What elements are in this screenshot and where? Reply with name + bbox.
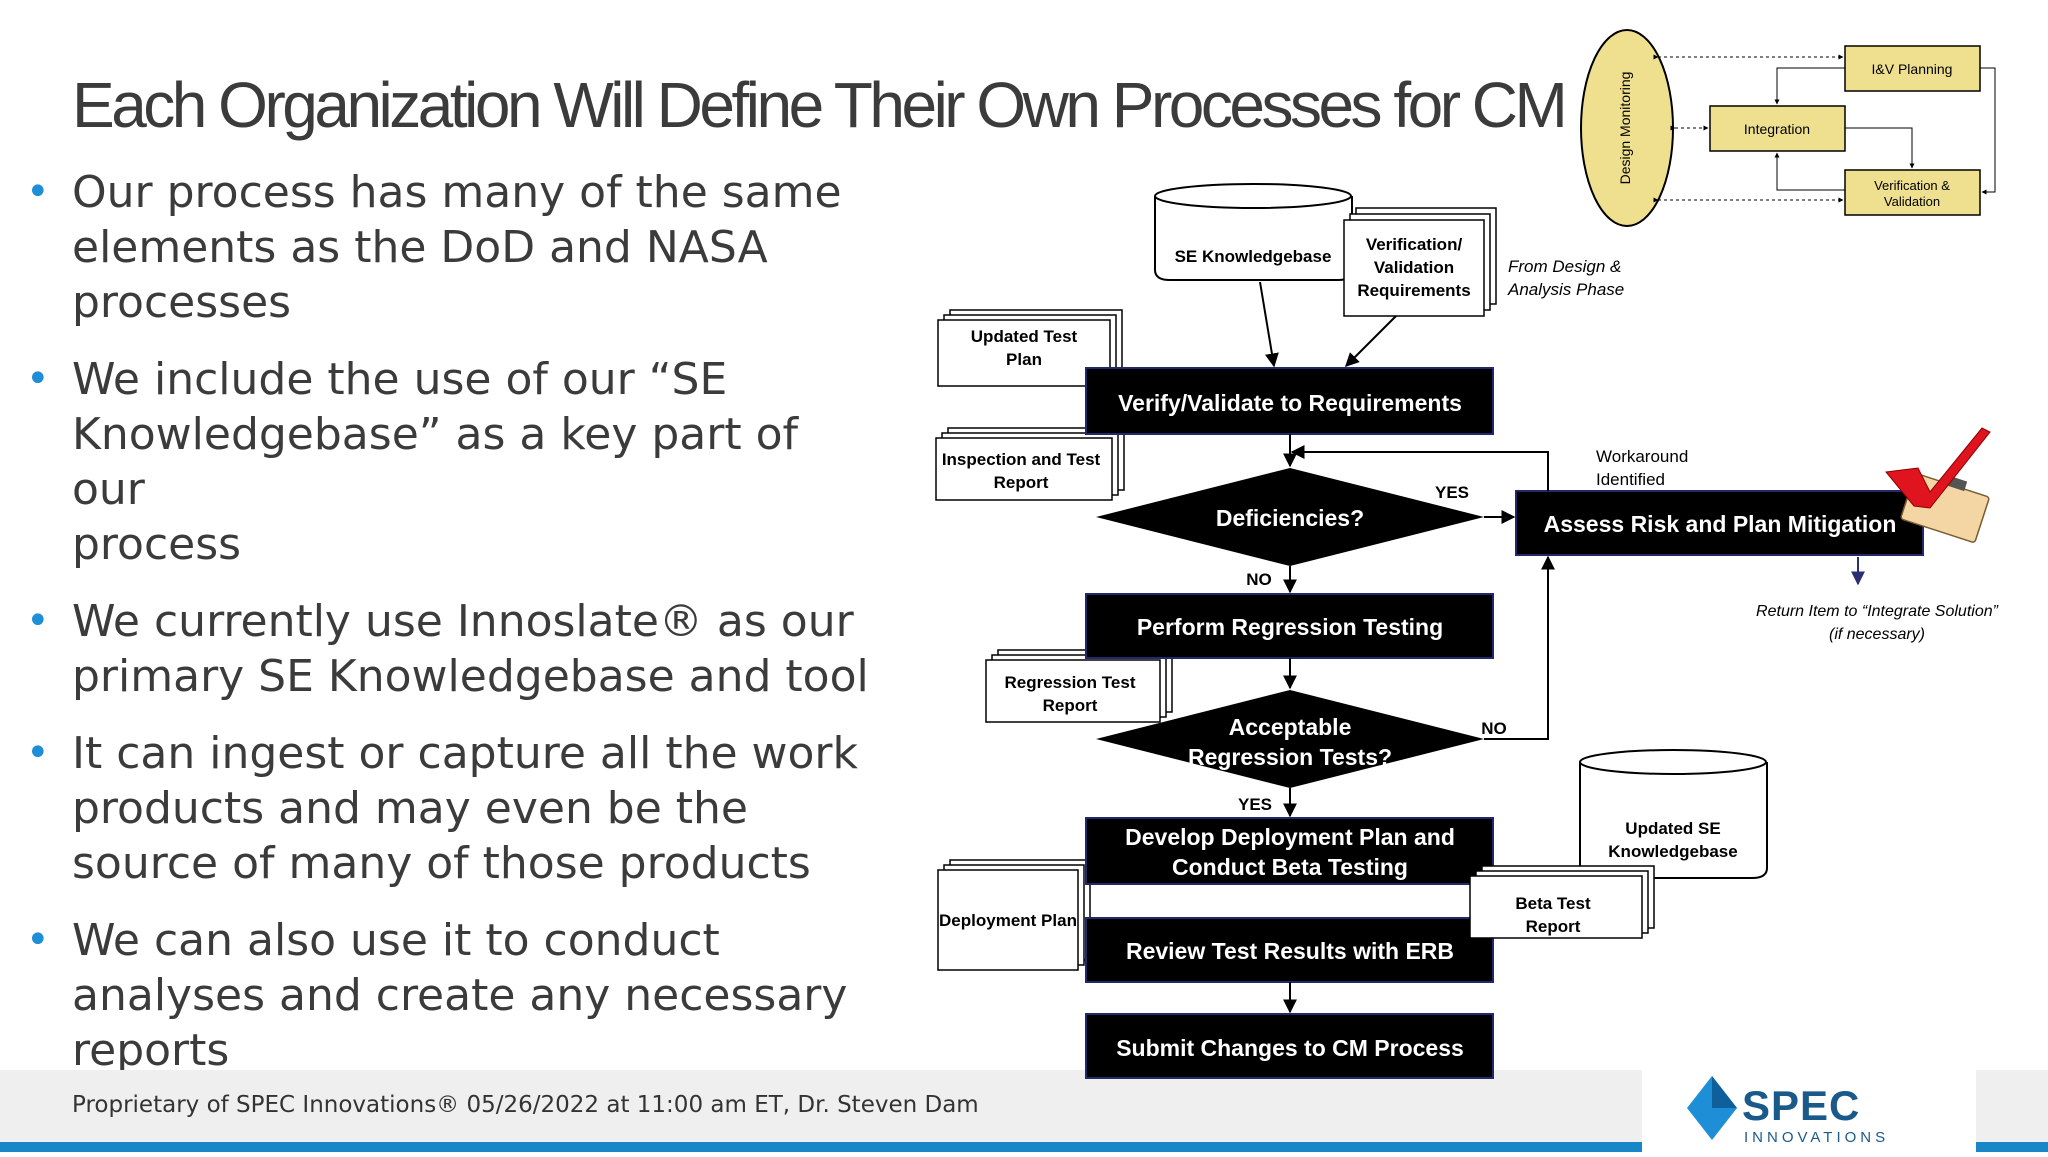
bullet-line: We currently use Innoslate® as our <box>72 596 854 647</box>
logo-box: SPEC INNOVATIONS <box>1642 1070 1976 1152</box>
bullet-line: processes <box>72 277 292 328</box>
vv-label: Verification &Validation <box>1874 178 1950 209</box>
iv-planning-box <box>1844 45 1981 92</box>
deployment-plan-label: Deployment Plan <box>939 911 1077 930</box>
submit-changes-label: Submit Changes to CM Process <box>1116 1035 1464 1061</box>
iv-planning-label: I&V Planning <box>1872 61 1953 77</box>
develop-deployment-box <box>1085 817 1494 885</box>
submit-changes-box <box>1085 1013 1494 1079</box>
checklist-clipboard-icon <box>1885 427 1991 543</box>
footer-text: Proprietary of SPEC Innovations® 05/26/2… <box>72 1092 979 1118</box>
bullet-dot-icon: • <box>26 598 50 644</box>
bullet-line: process <box>72 519 242 570</box>
logo-name: SPEC <box>1742 1082 1860 1129</box>
bullet-line: products and may even be the <box>72 783 749 834</box>
no-label-2: NO <box>1481 719 1507 738</box>
logo-diamond-shade-icon <box>1712 1076 1737 1108</box>
bullet-dot-icon: • <box>26 917 50 963</box>
bullet-line: primary SE Knowledgebase and tool <box>72 651 869 702</box>
vv-box <box>1844 169 1981 216</box>
bullet-line: Knowledgebase” as a key part of our <box>72 409 798 515</box>
regression-testing-label: Perform Regression Testing <box>1137 614 1443 640</box>
bullet-line: elements as the DoD and NASA <box>72 222 768 273</box>
bullet-dot-icon: • <box>26 730 50 776</box>
yes-label-1: YES <box>1435 483 1469 502</box>
spec-logo: SPEC INNOVATIONS <box>1687 1076 1889 1146</box>
assess-risk-box <box>1515 490 1924 556</box>
mini-diagram: Design Monitoring I&V Planning Integrati… <box>1580 29 1996 227</box>
bullet-line: We include the use of our “SE <box>72 354 728 405</box>
logo-subtitle: INNOVATIONS <box>1744 1129 1889 1146</box>
bullet-line: It can ingest or capture all the work <box>72 728 858 779</box>
bullet-line: analyses and create any necessary <box>72 970 848 1021</box>
verify-validate-box <box>1085 367 1494 435</box>
assess-risk-label: Assess Risk and Plan Mitigation <box>1544 511 1897 537</box>
bullet-dot-icon: • <box>26 356 50 402</box>
bullet-line: We can also use it to conduct <box>72 915 720 966</box>
verify-validate-label: Verify/Validate to Requirements <box>1118 390 1462 416</box>
no-label-1: NO <box>1246 570 1272 589</box>
deficiencies-diamond <box>1096 468 1484 566</box>
integration-label: Integration <box>1744 121 1810 137</box>
footer-accent-bar <box>0 1142 2048 1152</box>
bullet-dot-icon: • <box>26 169 50 215</box>
return-item-note: Return Item to “Integrate Solution”(if n… <box>1756 603 1999 643</box>
se-knowledgebase-db: SE Knowledgebase <box>1154 183 1353 281</box>
bullet-line: reports <box>72 1025 230 1076</box>
review-results-box <box>1085 917 1494 983</box>
yes-label-2: YES <box>1238 795 1272 814</box>
from-design-note: From Design &Analysis Phase <box>1507 257 1624 299</box>
deficiencies-label: Deficiencies? <box>1216 505 1364 531</box>
se-knowledgebase-label: SE Knowledgebase <box>1175 247 1332 266</box>
flow-arrows <box>1259 281 1555 1014</box>
slide-title: Each Organization Will Define Their Own … <box>72 69 1568 141</box>
design-monitoring-label: Design Monitoring <box>1617 72 1633 185</box>
review-results-label: Review Test Results with ERB <box>1126 938 1454 964</box>
acceptable-diamond <box>1096 690 1484 788</box>
bullet-line: Our process has many of the same <box>72 167 842 218</box>
bullet-line: source of many of those products <box>72 838 811 889</box>
deployment-plan-doc: Deployment Plan <box>937 859 1091 971</box>
